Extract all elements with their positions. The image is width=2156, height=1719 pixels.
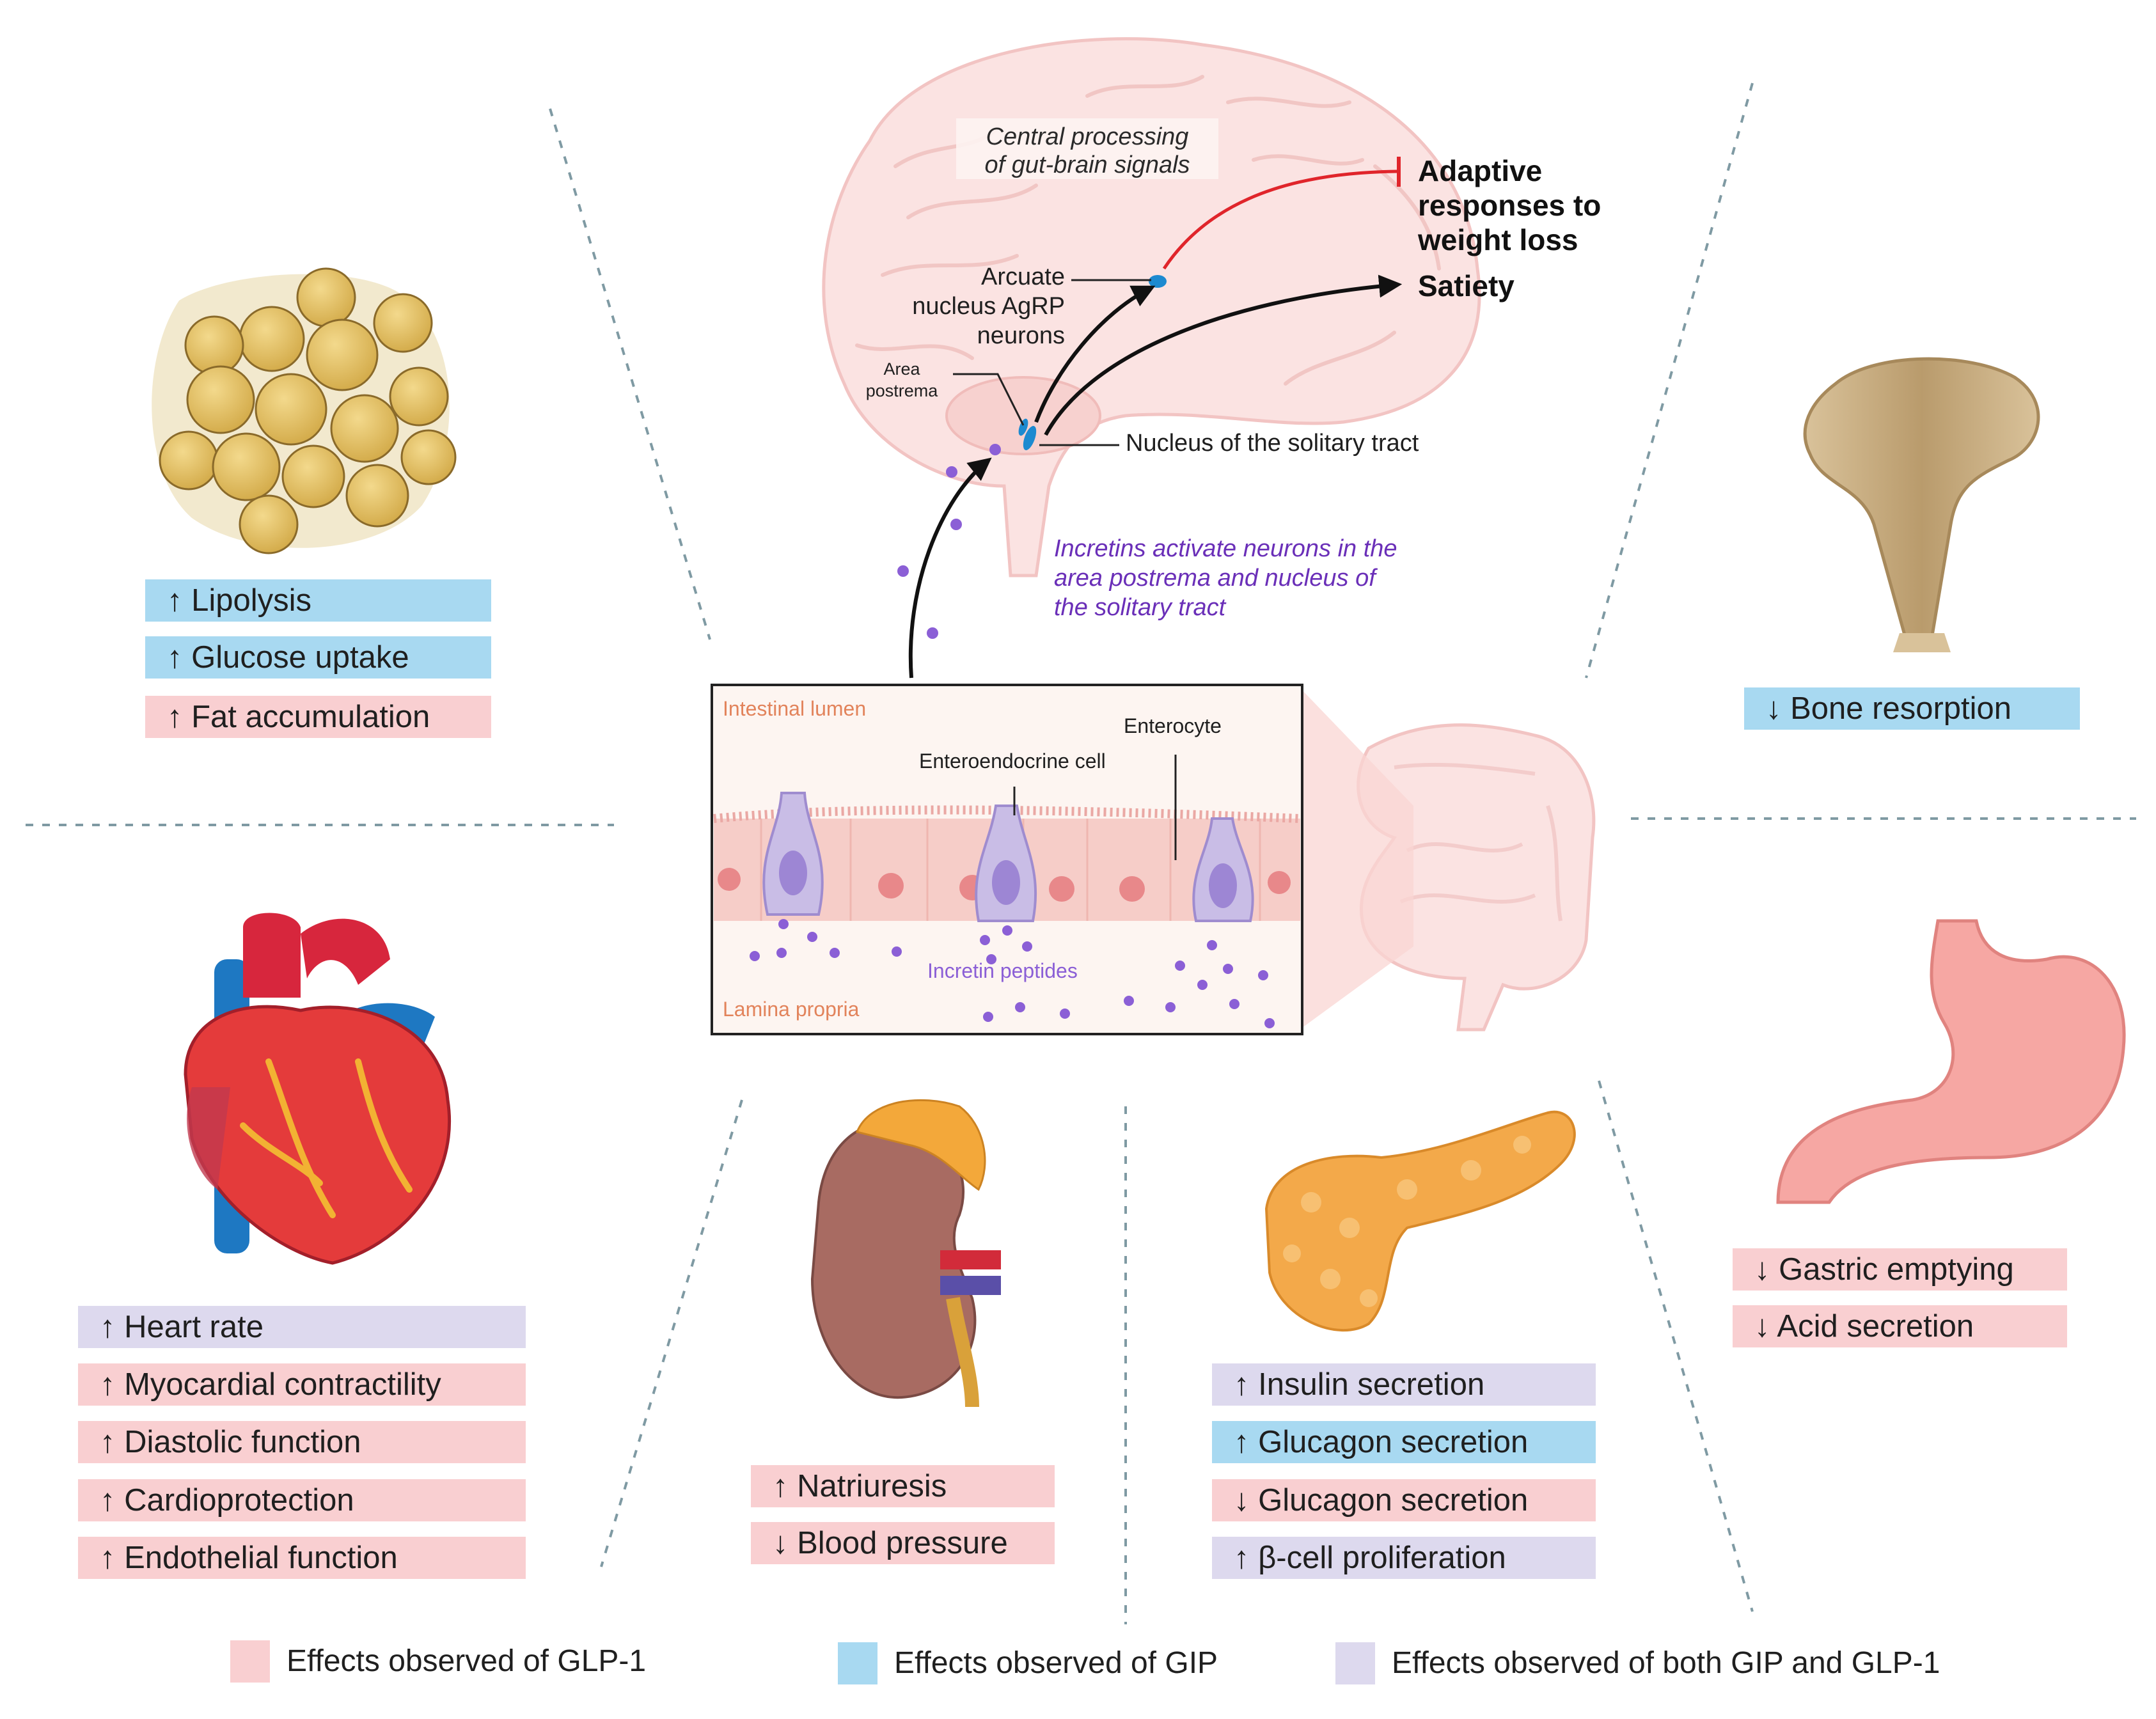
inhibition-arrow <box>1162 157 1401 270</box>
stomach-illustration <box>1776 919 2126 1204</box>
effect-label: ↑ Insulin secretion <box>1212 1363 1596 1406</box>
effect-label: ↑ Diastolic function <box>78 1421 526 1463</box>
central-processing-line-2: of gut-brain signals <box>984 152 1190 178</box>
area-postrema-line-1: Area <box>883 359 920 379</box>
effect-label: ↑ Myocardial contractility <box>78 1363 526 1406</box>
pancreas-illustration <box>1264 1110 1576 1331</box>
separator-line <box>1598 1080 1754 1612</box>
arcuate-line-2: nucleus AgRP <box>912 293 1065 320</box>
effect-label: ↑ β-cell proliferation <box>1212 1537 1596 1579</box>
central-processing-line-1: Central processing <box>986 123 1189 150</box>
brain-pointer-lines <box>953 279 1151 446</box>
adaptive-line-1: Adaptive <box>1418 154 1543 187</box>
arcuate-line-3: neurons <box>977 322 1065 349</box>
incretins-note: Incretins activate neurons in the area p… <box>1054 534 1397 622</box>
signal-arrows <box>908 274 1403 679</box>
zoom-wedge <box>1300 687 1413 1030</box>
nts-neuron-marker <box>1023 426 1037 450</box>
gut-inset <box>711 684 1303 1035</box>
effect-label: ↑ Natriuresis <box>751 1465 1055 1507</box>
incretins-note-line-2: area postrema and nucleus of <box>1054 565 1376 592</box>
arcuate-neuron-marker <box>1149 275 1167 288</box>
incretins-note-line-1: Incretins activate neurons in the <box>1054 535 1397 562</box>
legend-label-glp1: Effects observed of GLP-1 <box>287 1644 647 1678</box>
adipose-illustration <box>152 267 457 554</box>
legend-swatch-glp1 <box>230 1640 270 1683</box>
effect-label: ↑ Fat accumulation <box>145 696 491 738</box>
effect-label: ↓ Glucagon secretion <box>1212 1479 1596 1521</box>
circulating-incretin-dots <box>897 444 1001 639</box>
effect-label: ↓ Gastric emptying <box>1733 1248 2067 1291</box>
effect-label: ↑ Heart rate <box>78 1306 526 1348</box>
separator-line <box>600 1099 743 1567</box>
area-postrema-line-2: postrema <box>865 381 938 400</box>
bone-illustration <box>1803 357 2040 652</box>
effect-label: ↑ Glucose uptake <box>145 636 491 679</box>
colon-illustration <box>1357 723 1596 1032</box>
enterocyte-label: Enterocyte <box>1124 714 1222 737</box>
nts-to-arcuate-arrow <box>1034 285 1156 423</box>
effect-label: ↑ Lipolysis <box>145 579 491 622</box>
effect-label: ↑ Cardioprotection <box>78 1479 526 1521</box>
central-processing-box <box>956 118 1218 179</box>
adaptive-line-3: weight loss <box>1418 223 1578 256</box>
intestinal-lumen-label: Intestinal lumen <box>723 697 867 720</box>
incretins-note-line-3: the solitary tract <box>1054 594 1226 621</box>
section-separators <box>26 82 2136 1624</box>
legend-label-gip: Effects observed of GIP <box>894 1646 1218 1680</box>
gut-to-brainstem-arrow <box>908 457 992 679</box>
effect-label: ↓ Acid secretion <box>1733 1305 2067 1347</box>
kidney-illustration <box>810 1099 1001 1408</box>
incretin-peptides-label: Incretin peptides <box>927 959 1078 982</box>
separator-line <box>549 108 711 640</box>
area-postrema-neuron-marker <box>1018 418 1028 436</box>
legend-swatch-gip <box>838 1642 877 1684</box>
adaptive-responses-label: Adaptive responses to weight loss <box>1418 153 1601 257</box>
nts-label: Nucleus of the solitary tract <box>1126 430 1419 457</box>
effect-label: ↑ Endothelial function <box>78 1537 526 1579</box>
legend-label-both: Effects observed of both GIP and GLP-1 <box>1392 1646 1940 1680</box>
effect-label: ↓ Bone resorption <box>1744 687 2080 730</box>
effect-label: ↑ Glucagon secretion <box>1212 1421 1596 1463</box>
satiety-arrow <box>1044 274 1403 436</box>
adaptive-line-2: responses to <box>1418 189 1601 222</box>
arcuate-line-1: Arcuate <box>981 263 1065 290</box>
separator-line <box>1585 82 1754 679</box>
arcuate-label: Arcuate nucleus AgRP neurons <box>895 262 1065 350</box>
enteroendocrine-cell-label: Enteroendocrine cell <box>919 750 1106 773</box>
heart-illustration <box>184 913 452 1265</box>
satiety-label: Satiety <box>1418 269 1515 302</box>
area-postrema-label: Area postrema <box>851 358 953 402</box>
central-processing-label: Central processing of gut-brain signals <box>979 123 1196 179</box>
legend-swatch-both <box>1335 1642 1375 1684</box>
lamina-propria-label: Lamina propria <box>723 998 860 1021</box>
effect-label: ↓ Blood pressure <box>751 1522 1055 1564</box>
